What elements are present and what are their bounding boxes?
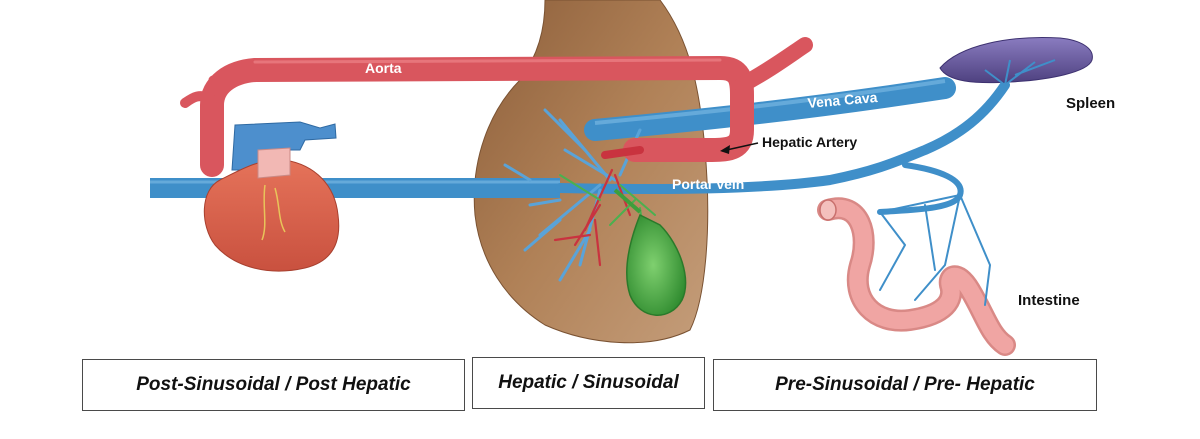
vena-cava-label: Vena Cava (807, 89, 878, 111)
heart (203, 121, 340, 272)
aorta-label: Aorta (365, 60, 402, 76)
portal-vein-label: Portal Vein (672, 176, 744, 192)
post-hepatic-box: Post-Sinusoidal / Post Hepatic (82, 359, 465, 411)
hepatic-box: Hepatic / Sinusoidal (472, 357, 705, 409)
intestine-label: Intestine (1018, 292, 1080, 309)
post-hepatic-label: Post-Sinusoidal / Post Hepatic (136, 374, 411, 395)
hepatic-artery-label: Hepatic Artery (762, 134, 857, 150)
pre-hepatic-box: Pre-Sinusoidal / Pre- Hepatic (713, 359, 1097, 411)
intestine (817, 194, 1016, 356)
pre-hepatic-label: Pre-Sinusoidal / Pre- Hepatic (775, 374, 1035, 395)
aorta (180, 37, 813, 177)
gallbladder (613, 188, 687, 316)
liver-vessel-tree (503, 108, 656, 282)
vena-cava (584, 77, 956, 141)
hepatic-label: Hepatic / Sinusoidal (498, 372, 679, 393)
spleen (939, 37, 1093, 86)
hepatic-artery-arrow (720, 142, 759, 154)
spleen-label: Spleen (1066, 95, 1115, 112)
